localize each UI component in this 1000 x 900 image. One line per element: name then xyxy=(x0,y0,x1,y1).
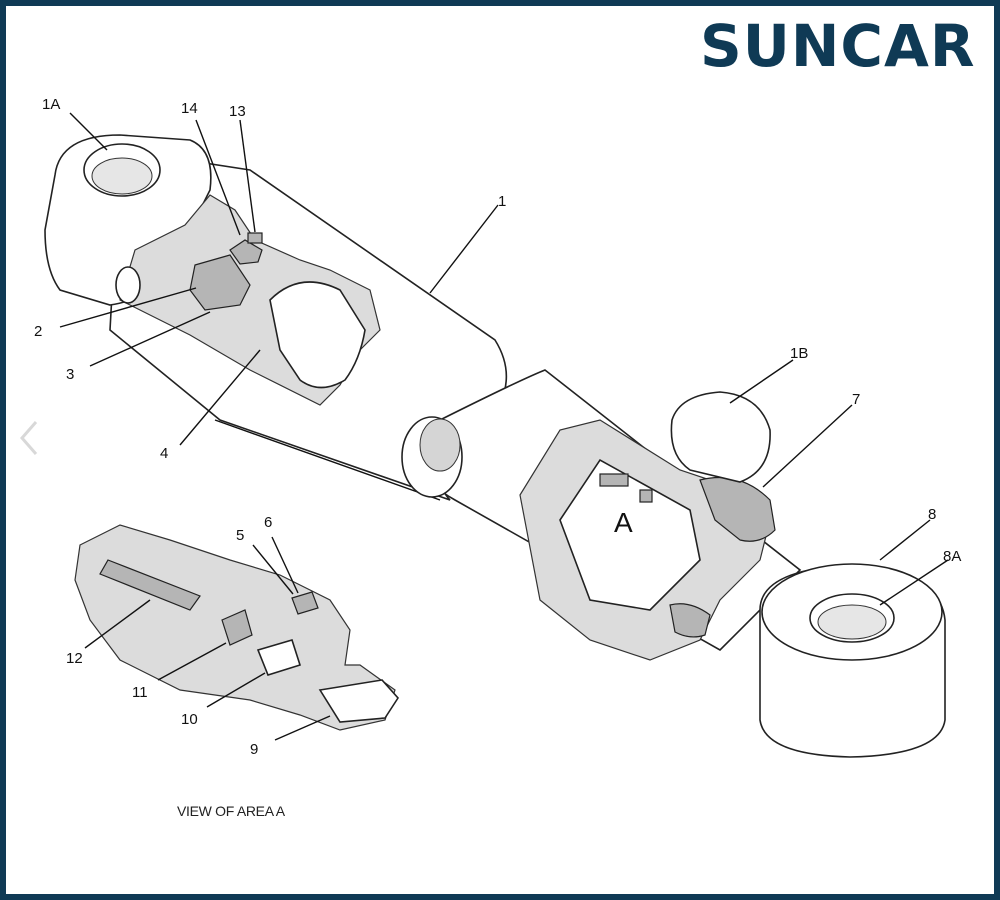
callout-4: 4 xyxy=(160,445,168,462)
callout-14: 14 xyxy=(181,100,198,117)
detail-part-9 xyxy=(318,679,400,723)
callout-7: 7 xyxy=(852,391,860,408)
leader-5 xyxy=(252,544,294,595)
leader-1a xyxy=(69,112,108,151)
gland-area-a xyxy=(519,391,776,661)
leader-10 xyxy=(206,672,266,708)
barrel-bottom-edge xyxy=(214,419,441,501)
rod-eye-8a-bore-inner xyxy=(817,604,887,640)
callout-1: 1 xyxy=(498,193,506,210)
leader-8 xyxy=(879,519,931,561)
seal-ring xyxy=(229,239,263,265)
leader-1b xyxy=(729,359,794,404)
callout-5: 5 xyxy=(236,527,244,544)
gland-bore xyxy=(559,458,701,611)
callout-area-a: A xyxy=(614,507,633,538)
leader-12 xyxy=(84,599,151,649)
leader-11 xyxy=(157,642,227,681)
leader-8a xyxy=(879,559,949,606)
callout-1b: 1B xyxy=(790,345,808,362)
callout-12: 12 xyxy=(66,650,83,667)
leader-3 xyxy=(89,311,211,367)
cylinder-barrel xyxy=(44,134,508,501)
seal-13 xyxy=(247,232,263,244)
callout-8: 8 xyxy=(928,506,936,523)
detail-caption: VIEW OF AREA A xyxy=(177,803,286,819)
brand-logo: SUNCAR xyxy=(700,12,976,80)
detail-view-area-a xyxy=(74,524,400,731)
gland-seal-lower xyxy=(669,603,711,638)
leader-6 xyxy=(271,536,299,594)
leader-lines xyxy=(59,112,949,741)
piston-inner xyxy=(269,281,366,389)
leader-9 xyxy=(274,715,331,741)
brand-logo-text: SUNCAR xyxy=(700,12,976,80)
callout-2: 2 xyxy=(34,323,42,340)
leader-4 xyxy=(179,349,261,446)
rod-end-face-inner xyxy=(419,418,461,472)
callout-10: 10 xyxy=(181,711,198,728)
callout-labels: 1A 14 13 1 2 3 4 1B 7 A 8 8A 5 6 12 11 1… xyxy=(34,96,961,819)
callout-11: 11 xyxy=(132,684,148,701)
callout-13: 13 xyxy=(229,103,246,120)
detail-part-11 xyxy=(221,609,253,646)
leader-14 xyxy=(195,119,241,236)
gland-wear-ring xyxy=(599,473,629,487)
callout-9: 9 xyxy=(250,741,258,758)
callout-3: 3 xyxy=(66,366,74,383)
rod-eye-8 xyxy=(759,563,946,758)
gland-seal-piece xyxy=(639,489,653,503)
detail-part-10 xyxy=(256,639,302,676)
leader-7 xyxy=(762,404,853,488)
leader-2 xyxy=(59,287,197,328)
leader-1 xyxy=(429,204,499,294)
rod-eye-bore-inner xyxy=(91,157,153,195)
callout-1a: 1A xyxy=(42,96,60,113)
end-cap-port xyxy=(115,266,141,304)
detail-part-6 xyxy=(291,591,319,615)
leader-13 xyxy=(239,119,256,233)
callout-6: 6 xyxy=(264,514,272,531)
callout-8a: 8A xyxy=(943,548,961,565)
detail-part-12 xyxy=(99,559,201,611)
prev-image-button[interactable] xyxy=(14,418,44,458)
port-1b xyxy=(670,391,771,483)
chevron-left-icon xyxy=(20,421,38,455)
